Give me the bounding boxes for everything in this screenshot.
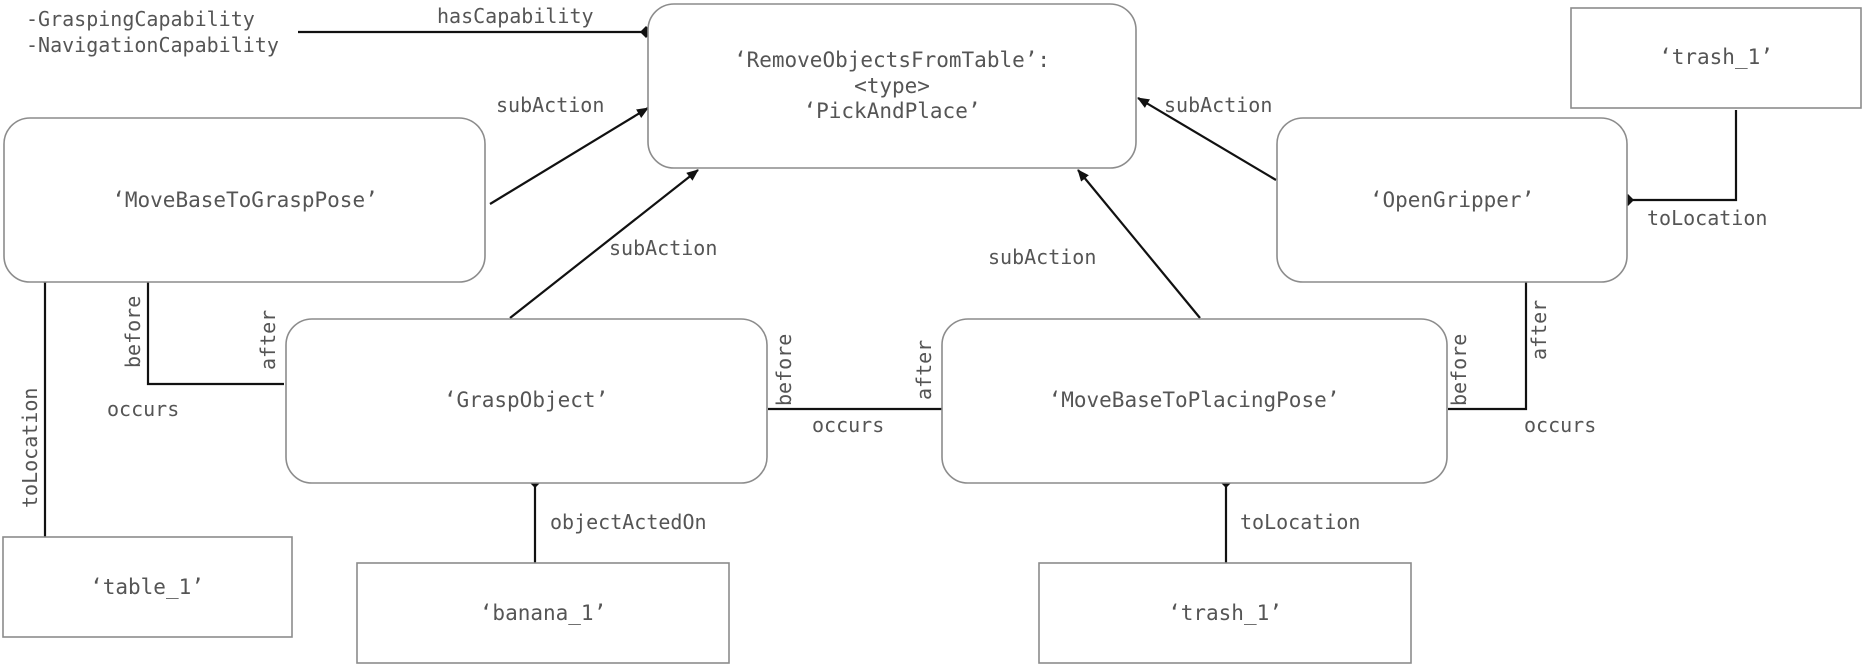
node-remove-objects-line2: <type> (854, 74, 930, 98)
label-object-acted-on: objectActedOn (550, 510, 707, 534)
node-table-box[interactable] (2, 536, 293, 638)
capability-grasping: -GraspingCapability (26, 7, 255, 31)
label-after-3: after (1527, 300, 1551, 360)
label-subaction-4: subAction (1164, 93, 1272, 117)
node-remove-objects-line1: ‘RemoveObjectsFromTable’: (734, 48, 1050, 72)
node-grasp-object-label: ‘GraspObject’ (444, 388, 608, 412)
edge-subaction-move-grasp (489, 107, 649, 205)
label-to-location-table: toLocation (18, 388, 42, 508)
label-has-capability: hasCapability (437, 4, 594, 28)
label-occurs-2: occurs (812, 413, 884, 437)
edge-occurs-1 (146, 282, 284, 386)
node-open-gripper-label: ‘OpenGripper’ (1370, 188, 1534, 212)
label-subaction-2: subAction (609, 236, 717, 260)
edge-subaction-open-gripper (1137, 97, 1277, 181)
label-before-3: before (1447, 334, 1471, 406)
capability-navigation: -NavigationCapability (26, 33, 279, 57)
label-occurs-1: occurs (107, 397, 179, 421)
node-trash-top-box[interactable] (1570, 7, 1862, 109)
edge-occurs-3 (1448, 282, 1528, 411)
label-subaction-1: subAction (496, 93, 604, 117)
node-trash-top-label: ‘trash_1’ (1659, 45, 1773, 69)
capabilities-list: -GraspingCapability -NavigationCapabilit… (26, 7, 279, 57)
node-remove-objects-line3: ‘PickAndPlace’ (803, 99, 980, 123)
node-trash-bottom-label: ‘trash_1’ (1168, 601, 1282, 625)
node-banana-box[interactable] (356, 562, 730, 664)
node-grasp-object-box[interactable] (285, 318, 768, 484)
nodes (2, 3, 1862, 664)
label-subaction-3: subAction (988, 245, 1096, 269)
edge-labels: hasCapability subAction subAction subAct… (18, 4, 1767, 534)
edge-subaction-move-placing (1077, 169, 1201, 319)
node-move-grasp-label: ‘MoveBaseToGraspPose’ (112, 188, 378, 212)
node-table-label: ‘table_1’ (90, 575, 204, 599)
label-after-2: after (912, 340, 936, 400)
edges (39, 26, 1738, 566)
node-move-placing-label: ‘MoveBaseToPlacingPose’ (1049, 388, 1340, 412)
node-remove-objects-box[interactable] (647, 3, 1137, 169)
node-trash-bottom-box[interactable] (1038, 562, 1412, 664)
node-open-gripper-box[interactable] (1276, 117, 1628, 283)
label-before-2: before (772, 334, 796, 406)
node-move-grasp-box[interactable] (3, 117, 486, 283)
label-occurs-3: occurs (1524, 413, 1596, 437)
edge-to-location-trash-top (1622, 110, 1738, 206)
label-before-1: before (121, 296, 145, 368)
label-to-location-trash-bottom: toLocation (1240, 510, 1360, 534)
edge-subaction-grasp-object (509, 169, 699, 319)
label-to-location-trash-top: toLocation (1647, 206, 1767, 230)
node-move-placing-box[interactable] (941, 318, 1448, 484)
node-banana-label: ‘banana_1’ (480, 601, 606, 625)
label-after-1: after (256, 310, 280, 370)
node-labels: ‘RemoveObjectsFromTable’: <type> ‘PickAn… (90, 45, 1773, 625)
